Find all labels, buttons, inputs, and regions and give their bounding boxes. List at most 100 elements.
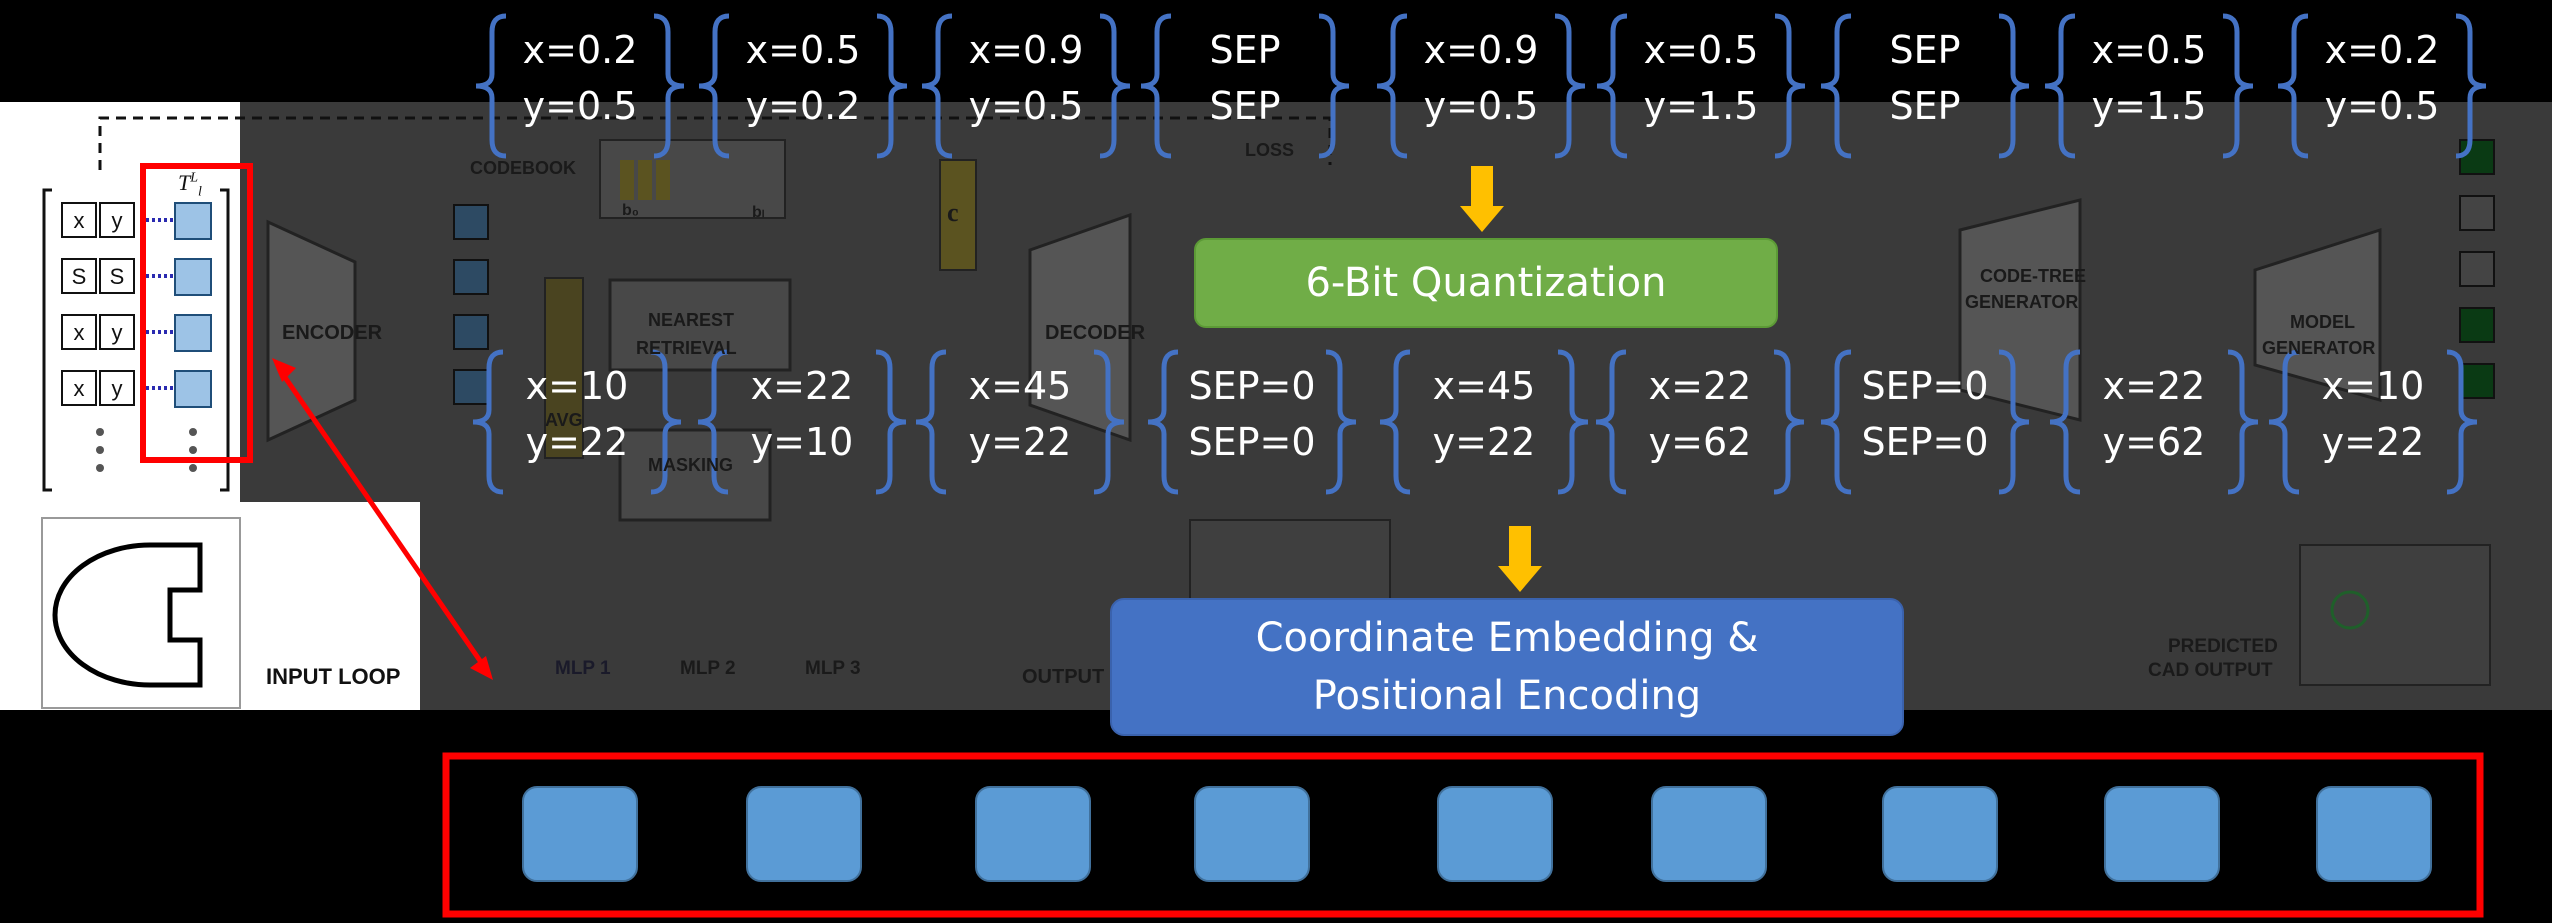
decoder-label: DECODER	[1045, 322, 1146, 344]
input-token-char: x	[74, 208, 85, 233]
nearest-label-1: NEAREST	[648, 310, 735, 330]
quantized-token-bottom: y=62	[2102, 420, 2206, 464]
input-token-char: y	[112, 320, 123, 345]
raw-token: x=0.9 y=0.5	[1401, 22, 1561, 134]
input-ellipsis-dot	[189, 446, 197, 454]
raw-token-top: x=0.9	[1423, 28, 1539, 72]
quantized-5-brace-right	[1773, 349, 1805, 495]
embedding-square	[1882, 786, 1998, 882]
embedding-label-line1: Coordinate Embedding &	[1255, 615, 1759, 661]
input-token-char: y	[112, 376, 123, 401]
predicted-output-hole	[2330, 590, 2370, 630]
raw-4-brace-right	[1554, 13, 1586, 159]
input-token-char: S	[72, 264, 87, 289]
input-ellipsis-dot	[96, 428, 104, 436]
raw-2-brace-right	[1099, 13, 1131, 159]
b0-label: b₀	[622, 202, 639, 219]
input-token-cell	[99, 202, 135, 238]
quantized-8-brace-left	[2268, 349, 2300, 495]
decoder-block	[1028, 212, 1132, 443]
mlp1-label: MLP 1	[555, 658, 611, 679]
bl-label: bₗ	[752, 204, 765, 221]
raw-1-brace-left	[698, 13, 730, 159]
input-embedding-square	[174, 258, 212, 296]
input-ellipsis-dot	[189, 464, 197, 472]
embedding-square	[1194, 786, 1310, 882]
avg-bar	[544, 277, 584, 459]
raw-5-brace-right	[1774, 13, 1806, 159]
quantized-3-brace-left	[1147, 349, 1179, 495]
embedding-label-line2: Positional Encoding	[1312, 673, 1702, 719]
masking-label: MASKING	[648, 455, 733, 475]
code-tree-generator-block	[1958, 198, 2082, 422]
input-highlight-box	[140, 163, 253, 463]
quantized-token-top: x=10	[525, 364, 629, 408]
embedding-square	[1437, 786, 1553, 882]
raw-8-brace-right	[2455, 13, 2487, 159]
quantized-token-top: x=10	[2321, 364, 2425, 408]
embedding-highlight-box	[442, 752, 2484, 918]
raw-6-brace-right	[1998, 13, 2030, 159]
raw-token-bottom: SEP	[1209, 84, 1281, 128]
raw-0-brace-left	[475, 13, 507, 159]
quantized-token-bottom: y=62	[1648, 420, 1752, 464]
input-token-cell	[99, 370, 135, 406]
raw-4-brace-left	[1376, 13, 1408, 159]
input-token-cell	[99, 258, 135, 294]
input-ellipsis-dot	[189, 428, 197, 436]
code-tree-label-1: CODE-TREE	[1980, 266, 2087, 286]
quantized-6-brace-right	[1998, 349, 2030, 495]
quantized-token-top: x=45	[1432, 364, 1536, 408]
raw-token-top: x=0.2	[2324, 28, 2440, 72]
tensor-label-sub: l	[198, 184, 202, 200]
quantized-2-brace-right	[1093, 349, 1125, 495]
input-ellipsis-dot	[96, 446, 104, 454]
quantized-2-brace-left	[915, 349, 947, 495]
input-loop-label: INPUT LOOP	[266, 664, 401, 689]
nearest-retrieval-block	[608, 278, 792, 372]
raw-token-bottom: y=0.2	[745, 84, 861, 128]
model-gen-label-1: MODEL	[2290, 312, 2355, 332]
codebook-bar-2	[638, 160, 652, 200]
right-code-column	[2459, 139, 2495, 399]
quantized-7-brace-left	[2049, 349, 2081, 495]
encoder-label: ENCODER	[282, 322, 383, 344]
codebook-bar-3	[656, 160, 670, 200]
raw-token-top: SEP	[1889, 28, 1961, 72]
input-embedding-square	[174, 370, 212, 408]
raw-2-brace-left	[921, 13, 953, 159]
tensor-label-main: T	[178, 170, 191, 195]
raw-token-bottom: y=1.5	[1643, 84, 1759, 128]
quantization-box: 6-Bit Quantization	[1194, 238, 1778, 328]
input-bracket-left	[42, 188, 52, 492]
tensor-label: TLl	[178, 170, 202, 200]
quantized-token-bottom: y=22	[525, 420, 629, 464]
quantized-token-bottom: y=10	[750, 420, 854, 464]
raw-5-brace-left	[1596, 13, 1628, 159]
arrow-to-embedding	[1498, 526, 1542, 592]
input-ellipsis-dot	[96, 464, 104, 472]
quantized-token-bottom: SEP=0	[1188, 420, 1316, 464]
embedding-square	[1651, 786, 1767, 882]
raw-3-brace-left	[1140, 13, 1172, 159]
arrow-to-quantization	[1460, 166, 1504, 232]
quantized-token-top: x=45	[968, 364, 1072, 408]
raw-token-top: x=0.9	[968, 28, 1084, 72]
quantized-token-top: x=22	[2102, 364, 2206, 408]
predicted-label-2: CAD OUTPUT	[2148, 660, 2273, 681]
raw-token-bottom: y=0.5	[1423, 84, 1539, 128]
raw-token-bottom: y=0.5	[968, 84, 1084, 128]
input-embedding-square	[174, 314, 212, 352]
quantized-1-brace-left	[697, 349, 729, 495]
raw-token-top: x=0.5	[1643, 28, 1759, 72]
embedding-layer	[442, 752, 2484, 918]
input-token-char: x	[74, 320, 85, 345]
